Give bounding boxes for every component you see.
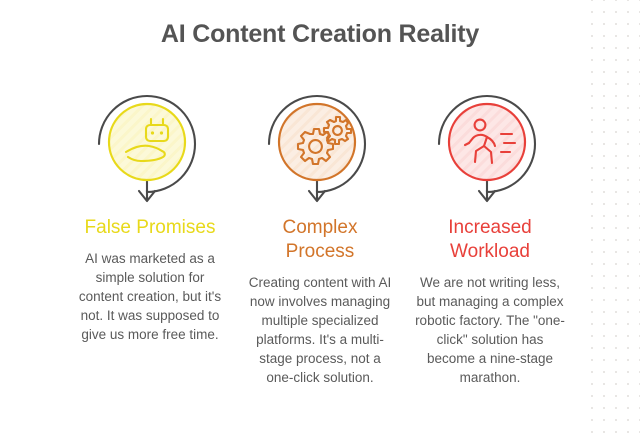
- icon-block-increased-workload: [425, 82, 555, 204]
- circle-complex-process: [277, 102, 357, 182]
- column-body-increased-workload: We are not writing less, but managing a …: [415, 275, 565, 385]
- concept-column-false-promises: False Promises AI was marketed as a simp…: [65, 82, 235, 344]
- robot-hand-icon: [124, 117, 170, 163]
- concept-column-increased-workload: Increased Workload We are not writing le…: [405, 82, 575, 387]
- running-person-icon: [463, 118, 517, 165]
- circle-increased-workload: [447, 102, 527, 182]
- circle-false-promises: [107, 102, 187, 182]
- column-heading-increased-workload: Increased Workload: [448, 217, 532, 262]
- icon-block-false-promises: [85, 82, 215, 204]
- concept-column-complex-process: Complex Process Creating content with AI…: [235, 82, 405, 387]
- column-body-complex-process: Creating content with AI now involves ma…: [248, 275, 392, 385]
- gears-icon: [296, 115, 353, 166]
- column-body-false-promises: AI was marketed as a simple solution for…: [78, 251, 222, 342]
- icon-block-complex-process: [255, 82, 385, 204]
- page-title: AI Content Creation Reality: [160, 20, 480, 48]
- column-heading-complex-process: Complex Process: [282, 217, 358, 262]
- column-heading-false-promises: False Promises: [84, 217, 216, 238]
- concept-columns: False Promises AI was marketed as a simp…: [0, 82, 640, 387]
